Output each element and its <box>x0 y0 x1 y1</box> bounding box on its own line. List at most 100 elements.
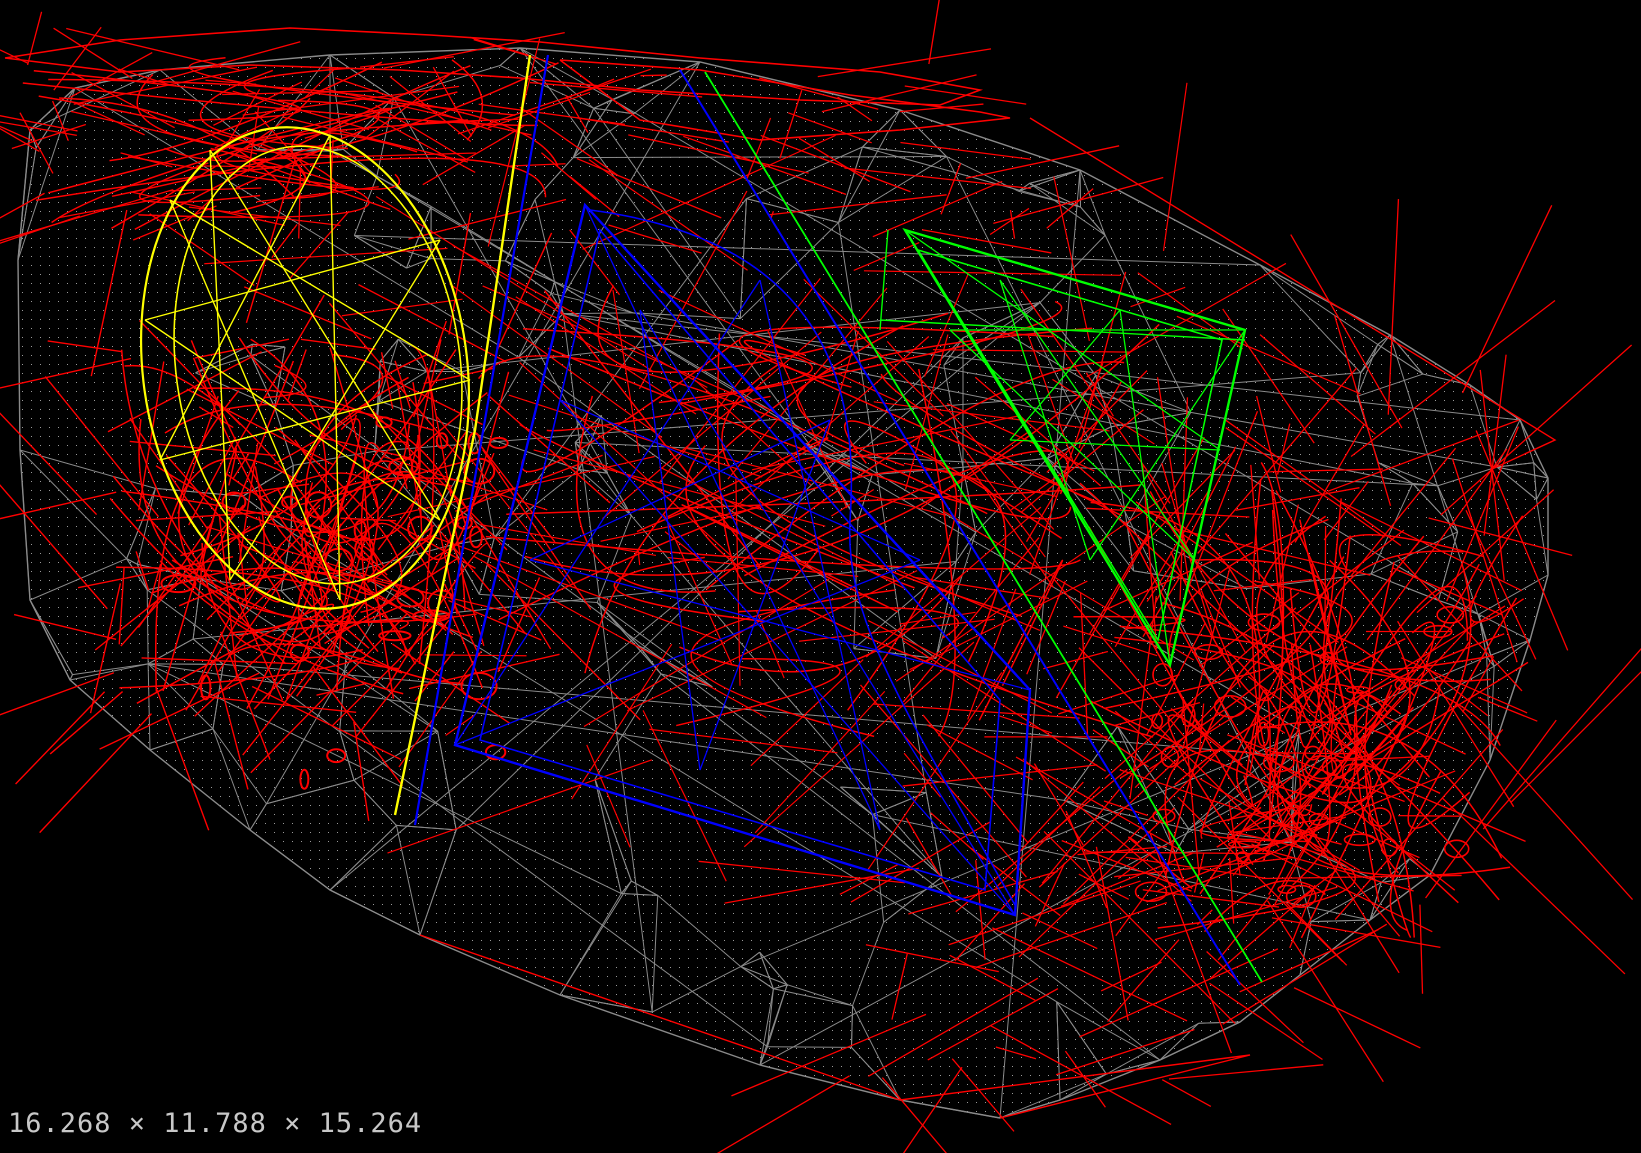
detail-edge <box>571 643 673 800</box>
detail-edge <box>1182 569 1231 747</box>
detail-edge <box>1324 525 1327 631</box>
yellow-spoke <box>144 239 441 321</box>
detail-edge <box>900 141 1031 160</box>
detail-edge <box>760 134 911 193</box>
green-selection-triangle[interactable] <box>704 71 1263 983</box>
detail-edge <box>137 520 214 628</box>
detail-curve <box>1119 625 1501 746</box>
detail-part <box>1443 839 1470 859</box>
hull-edge <box>1117 726 1176 854</box>
hull-edge <box>851 1047 901 1101</box>
blue-edge <box>529 559 1031 691</box>
detail-edge <box>1295 529 1405 615</box>
hull-edge <box>1496 466 1549 479</box>
blue-selection-triangle[interactable] <box>413 54 1241 986</box>
hull-edge <box>1360 334 1391 374</box>
detail-edge <box>975 860 986 960</box>
detail-edge <box>902 1066 963 1153</box>
detail-edge <box>1114 490 1210 648</box>
hull-edge <box>1438 599 1479 615</box>
detail-edge <box>1392 567 1503 616</box>
detail-edge <box>177 395 219 514</box>
detail-curve <box>521 339 740 473</box>
hull-edge <box>838 109 901 223</box>
detail-edge <box>135 551 150 591</box>
hull-edge <box>1259 264 1379 345</box>
hull-edge <box>1246 573 1371 590</box>
detail-edge <box>73 66 258 105</box>
detail-edge <box>1010 465 1072 511</box>
detail-curve <box>477 355 988 515</box>
detail-edge <box>1428 517 1573 556</box>
detail-edge <box>569 229 621 296</box>
detail-edge <box>232 294 325 452</box>
detail-edge <box>1134 643 1275 789</box>
hull-edge <box>505 260 552 294</box>
detail-edge <box>948 880 1141 946</box>
detail-edge <box>872 180 1003 238</box>
detail-edge <box>1086 507 1250 518</box>
detail-curve <box>1105 580 1353 709</box>
hull-edge <box>250 355 276 408</box>
detail-curve <box>1224 532 1430 778</box>
detail-edge <box>195 338 290 359</box>
detail-curve <box>238 337 453 487</box>
detail-curve <box>978 559 1064 721</box>
hull-edge <box>29 558 127 601</box>
hull-edge <box>518 313 564 358</box>
detail-curve <box>679 572 964 673</box>
detail-edge <box>881 1077 947 1153</box>
detail-edge <box>903 752 941 798</box>
detail-edge <box>767 330 848 509</box>
detail-edge <box>1510 671 1641 803</box>
green-edge <box>949 329 1196 561</box>
hull-edge <box>975 457 1049 533</box>
detail-edge <box>432 536 723 642</box>
detail-curve <box>519 423 915 589</box>
detail-edge <box>1146 558 1177 602</box>
detail-edge <box>900 103 984 113</box>
detail-edge <box>990 1025 1172 1125</box>
detail-part <box>1262 751 1295 773</box>
hull-edge <box>739 222 839 320</box>
detail-edge <box>928 0 940 65</box>
hull-edge <box>850 1005 854 1048</box>
detail-edge <box>1092 729 1150 768</box>
detail-edge <box>779 89 803 159</box>
yellow-selection-ellipse[interactable] <box>111 54 532 816</box>
detail-edge <box>886 340 1055 530</box>
detail-edge <box>412 320 447 418</box>
detail-edge <box>254 111 311 173</box>
hull-edge <box>1496 462 1534 468</box>
detail-edge <box>638 190 748 390</box>
detail-edge <box>1083 851 1272 855</box>
detail-part <box>1394 679 1407 691</box>
detail-edge <box>479 523 657 557</box>
detail-part <box>456 516 473 530</box>
detail-edge <box>1176 315 1361 395</box>
detail-curve <box>584 325 904 674</box>
hull-edge <box>1496 419 1521 468</box>
detail-edge <box>139 320 241 426</box>
green-edge <box>1089 329 1246 561</box>
detail-curve <box>1114 636 1331 822</box>
detail-edge <box>839 863 899 895</box>
detail-curve <box>1123 521 1313 816</box>
detail-edge <box>1440 344 1633 516</box>
detail-edge <box>754 690 886 834</box>
detail-curve <box>1289 707 1414 851</box>
detail-edge <box>473 38 556 65</box>
green-edge <box>1009 439 1221 451</box>
detail-curve <box>1300 621 1436 939</box>
detail-edge <box>1199 778 1360 871</box>
detail-curve <box>35 157 547 202</box>
hull-edge <box>899 109 947 157</box>
detail-part <box>1194 643 1224 661</box>
detail-edge <box>837 96 873 122</box>
detail-edge <box>1477 696 1538 722</box>
blue-edge <box>559 399 921 561</box>
detail-edge <box>1078 873 1130 900</box>
detail-edge <box>946 403 1095 472</box>
